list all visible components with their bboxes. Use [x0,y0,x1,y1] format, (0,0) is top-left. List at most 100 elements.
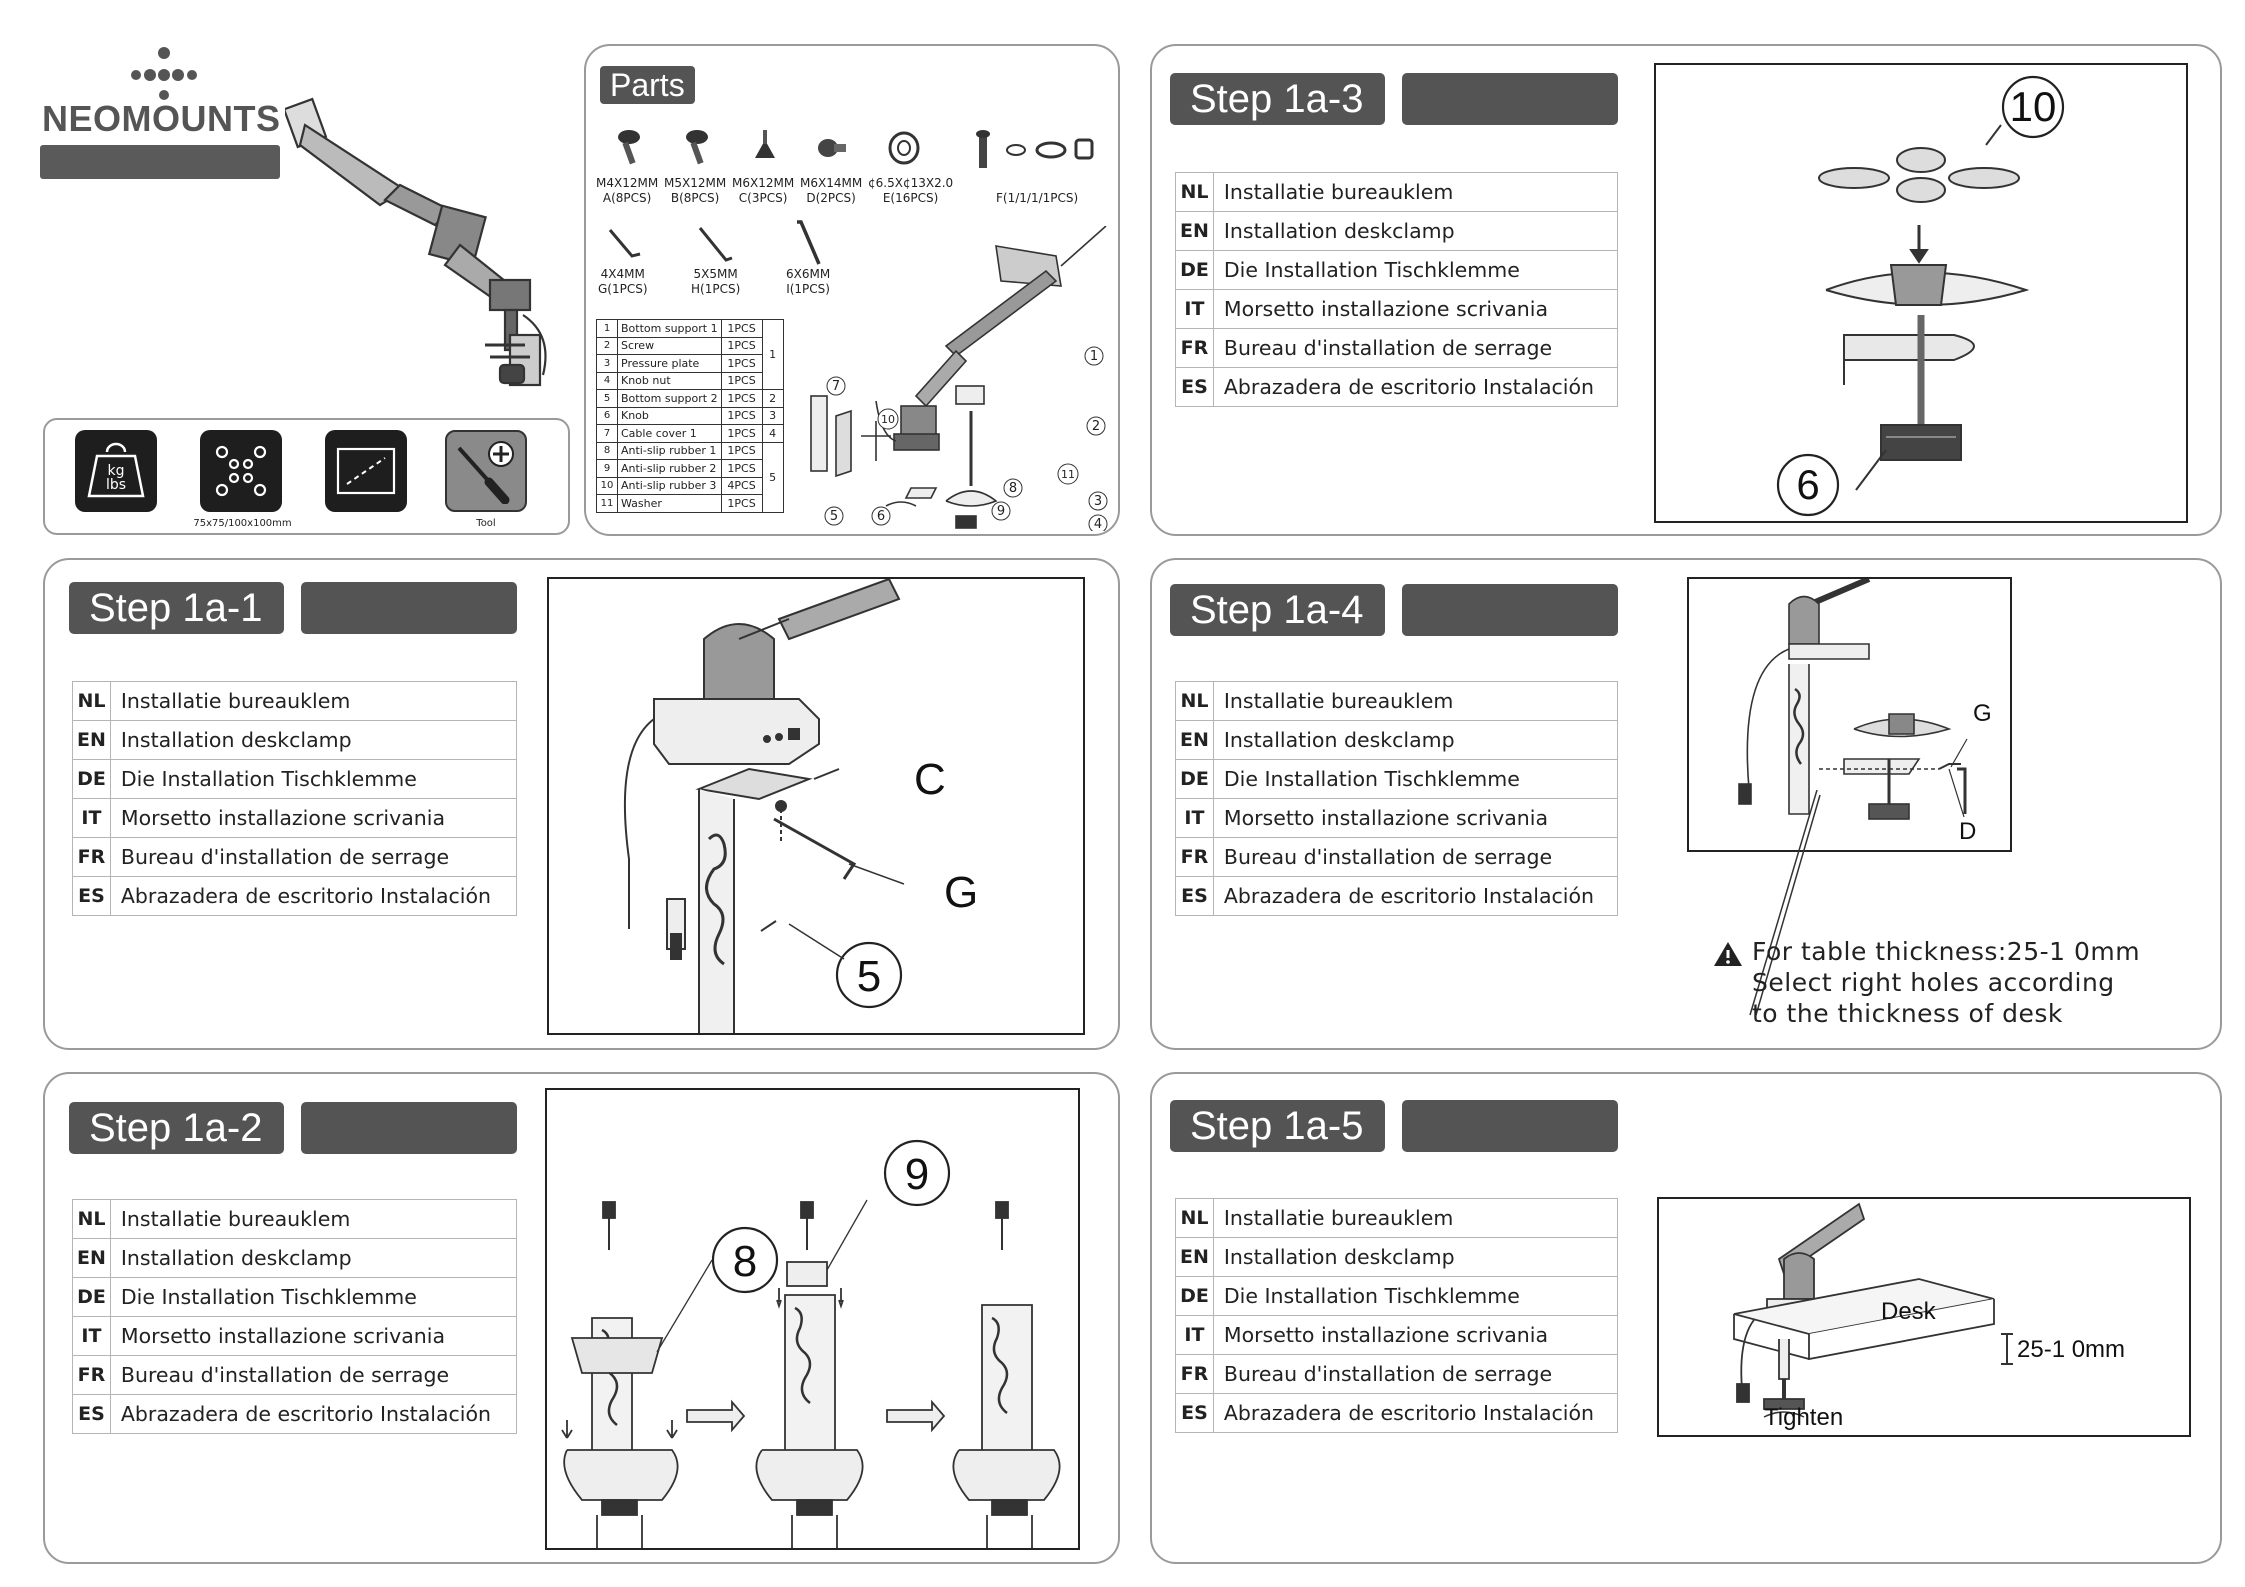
part-f-set-icon [976,130,1094,168]
weight-kg-label: kg [107,463,125,479]
step-1a-4-illustration: G D [1687,577,2012,852]
screw-c-icon [755,130,775,158]
tool-icon [445,430,527,512]
brand-logo: NEOMOUNTS [40,40,285,180]
parts-title: Parts [600,66,695,104]
step-title-bar [1402,584,1618,636]
thickness-label: 25-1 0mm [2017,1336,2125,1363]
callout-g: G [944,868,978,917]
warning-text: For table thickness:25-1 0mm Select righ… [1752,936,2140,1029]
weight-lbs-label: lbs [105,477,127,493]
callout-3: 3 [1094,494,1102,509]
brand-name: NEOMOUNTS [42,98,281,139]
step-title: Step 1a-3 [1170,73,1385,125]
weight-icon: kg lbs [75,430,157,512]
callout-c: C [914,755,946,804]
callout-6: 6 [877,509,885,524]
warning-line-1: For table thickness:25-1 0mm [1752,937,2141,966]
callout-7: 7 [832,379,840,394]
washer-e-icon [888,131,920,165]
callout-10: 10 [881,413,895,426]
callout-1: 1 [1090,349,1098,364]
features-panel: kg lbs 75x75/100x100mm Tool [43,418,570,535]
step-1a-2-illustration: 8 9 [545,1088,1080,1550]
step-title-bar [301,582,517,634]
warning-line-2: Select right holes according [1752,968,2115,997]
callout-2: 2 [1092,419,1100,434]
callout-5: 5 [830,509,838,524]
tool-caption: Tool [476,518,496,529]
exploded-view-illustration: 1 2 3 4 5 6 7 8 9 10 11 [810,226,1108,531]
brand-bar [40,145,280,179]
step-title-bar [1402,1100,1618,1152]
screw-a-icon [618,130,640,165]
callout-10: 10 [2010,83,2057,130]
warning-icon [1714,942,1742,966]
callout-8: 8 [1009,481,1017,496]
step-1a-5-illustration: Desk 25-1 0mm Tighten [1657,1197,2191,1437]
screw-d-icon [818,139,846,157]
screen-size-icon [325,430,407,512]
callout-6: 6 [1796,461,1819,508]
screw-b-icon [686,130,708,165]
hex-key-h-icon [698,227,733,262]
step-title: Step 1a-1 [69,582,284,634]
callout-5: 5 [857,952,881,1001]
hardware-label-f: F(1/1/1/1PCS) [996,191,1079,205]
callout-4: 4 [1094,517,1102,531]
step-1a-3-illustration: 10 6 [1654,63,2188,523]
logo-mark-icon [131,47,197,100]
warning-line-3: to the thickness of desk [1752,999,2063,1028]
step-1a-1-illustration: C G 5 [547,577,1085,1035]
vesa-icon [200,430,282,512]
callout-g: G [1973,700,1992,727]
